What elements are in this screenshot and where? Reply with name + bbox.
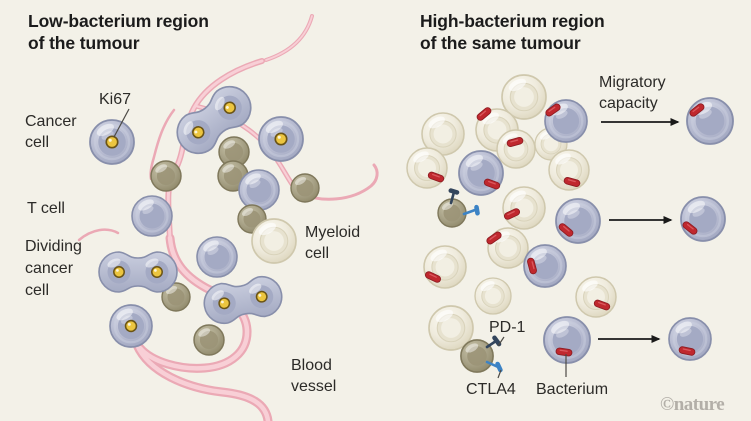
ki67-leader-line (113, 108, 130, 138)
label-t-cell: T cell (27, 200, 65, 217)
right-panel-title: High-bacterium region of the same tumour (420, 11, 605, 53)
label-pd1: PD-1 (489, 319, 526, 336)
cancer-cell (257, 115, 305, 163)
cancer-cell (108, 303, 154, 349)
label-blood-vessel: Blood vessel (291, 357, 337, 395)
cancer-cell (130, 194, 174, 238)
dividing-cancer-cell (99, 252, 177, 292)
myeloid-cell (502, 186, 546, 230)
myeloid-cell (575, 276, 617, 318)
migration-arrows (598, 118, 680, 343)
myeloid-cell (423, 245, 467, 289)
cancer-cell (685, 96, 735, 146)
label-cancer-cell: Cancer cell (25, 113, 77, 151)
label-bacterium: Bacterium (536, 381, 609, 398)
cancer-cell (195, 235, 239, 279)
ctla4-receptor-icon (485, 360, 503, 373)
nature-watermark: ©nature (660, 394, 725, 415)
migrated-cells (667, 96, 735, 362)
label-dividing-cancer-cell: Dividing cancer cell (25, 238, 82, 299)
t-cell (193, 324, 225, 356)
label-migratory-capacity: Migratory capacity (599, 74, 666, 112)
cancer-cell (543, 98, 589, 144)
myeloid-cell (251, 218, 297, 264)
cancer-cell (237, 168, 281, 212)
pd1-receptor-icon (448, 188, 460, 205)
label-ki67: Ki67 (99, 91, 132, 108)
cancer-cell (88, 118, 136, 166)
high-bacterium-cells (406, 74, 617, 373)
left-panel-title: Low-bacterium region of the tumour (28, 11, 209, 53)
low-bacterium-cells (88, 78, 320, 356)
pd1-receptor-icon (485, 335, 502, 349)
label-myeloid-cell: Myeloid cell (305, 224, 361, 262)
ctla4-leader-line (497, 369, 502, 379)
myeloid-cell (474, 277, 512, 315)
leader-lines (113, 108, 567, 379)
myeloid-cell (496, 129, 536, 169)
pd1-leader-line (497, 336, 505, 347)
t-cell (290, 173, 320, 203)
t-cell (150, 160, 182, 192)
ctla4-receptor-icon (462, 204, 480, 216)
cancer-cell (554, 197, 602, 245)
label-ctla4: CTLA4 (466, 381, 516, 398)
cancer-cell (679, 195, 727, 243)
